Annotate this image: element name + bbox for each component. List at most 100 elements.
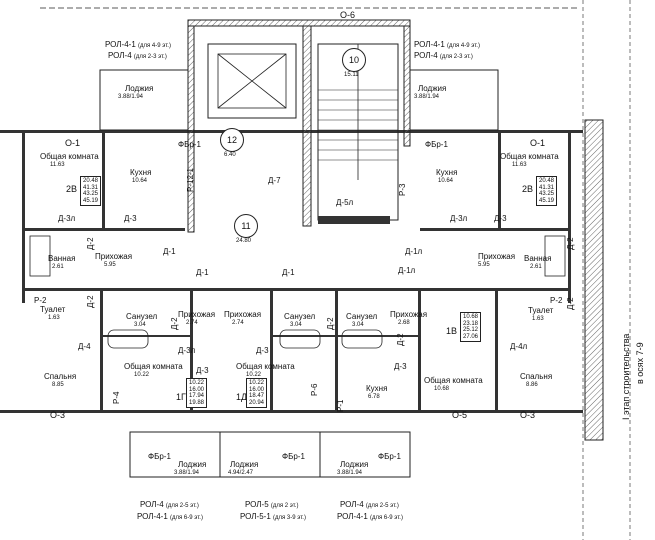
room-area: 6.40 <box>224 152 236 158</box>
room-area: 6.78 <box>368 394 380 400</box>
railing-label: РОЛ-4-1 (для 4-9 эт.) <box>105 40 171 49</box>
door-tag: Д-2 <box>566 297 575 310</box>
door-tag: Д-3 <box>196 366 209 375</box>
door-tag: Д-2 <box>86 237 95 250</box>
room-name: Ванная <box>48 254 76 263</box>
axis-bottom-mid: О-5 <box>452 410 468 420</box>
apt-type: 1Д <box>236 392 248 402</box>
room-area: 8.85 <box>52 382 64 388</box>
door-tag: Д-3 <box>256 346 269 355</box>
room-name: Кухня <box>366 384 388 393</box>
apt-area: 41.31 <box>83 184 99 191</box>
room-area: 5.95 <box>104 262 116 268</box>
room-area: 2.68 <box>398 320 410 326</box>
door-tag: Д-2 <box>326 317 335 330</box>
apt-area: 25.12 <box>463 327 479 333</box>
railing-label: РОЛ-4 (для 2-3 эт.) <box>414 51 473 60</box>
room-area: 3.04 <box>134 322 146 328</box>
apt-type: 2В <box>66 184 78 194</box>
apt-area: 23.18 <box>463 320 479 327</box>
apt-area: 16.00 <box>249 386 265 393</box>
room-area: 5.95 <box>478 262 490 268</box>
apt-area: 45.19 <box>83 197 99 204</box>
partition-tag: Р-2 <box>550 296 563 305</box>
door-tag: Д-4 <box>78 342 91 351</box>
room-name: Лоджия <box>230 460 259 469</box>
railing-label: РОЛ-4-1 (для 4-9 эт.) <box>414 40 480 49</box>
room-name: Ванная <box>524 254 552 263</box>
door-tag: Д-1 <box>196 268 209 277</box>
apt-area-box: 10.22 16.00 17.94 19.88 <box>186 378 208 408</box>
room-name: Санузел <box>126 312 158 321</box>
apt-area: 20.94 <box>249 399 265 406</box>
door-tag: Д-1л <box>405 247 423 256</box>
room-area: 3.04 <box>290 322 302 328</box>
room-area: 3.88/1.94 <box>337 470 363 476</box>
apt-area: 18.47 <box>249 393 265 399</box>
apt-area: 16.00 <box>189 386 205 393</box>
room-area: 15.11 <box>344 72 359 78</box>
room-area: 24.80 <box>236 238 252 244</box>
room-name: Лоджия <box>418 84 447 93</box>
apt-area: 43.25 <box>83 191 99 197</box>
room-area: 11.63 <box>50 162 65 168</box>
room-name: Туалет <box>528 306 554 315</box>
room-area: 3.88/1.94 <box>118 94 144 100</box>
door-tag: Д-2 <box>86 295 95 308</box>
apt-area: 10.22 <box>249 380 265 386</box>
apt-area: 20.48 <box>83 178 99 184</box>
room-name: Кухня <box>436 168 458 177</box>
room-number: 11 <box>234 214 258 238</box>
stage-axes-note: в осях 7-9 <box>635 342 645 384</box>
room-name: Лоджия <box>178 460 207 469</box>
door-tag: Д-7 <box>268 176 281 185</box>
room-area: 10.64 <box>438 178 454 184</box>
apt-area: 45.19 <box>539 197 555 204</box>
room-name: Кухня <box>130 168 152 177</box>
room-area: 10.22 <box>134 372 150 378</box>
room-name: Прихожая <box>95 252 133 261</box>
railing-label: РОЛ-4-1 (для 6-9 эт.) <box>137 512 203 521</box>
partition-tag: Р-1 <box>336 399 345 412</box>
room-name: Спальня <box>520 372 553 381</box>
apt-area: 41.31 <box>539 184 555 191</box>
room-area: 3.04 <box>352 322 364 328</box>
door-tag: Д-1л <box>398 266 416 275</box>
door-tag: Д-2 <box>170 317 179 330</box>
room-name: Санузел <box>346 312 378 321</box>
room-name: Прихожая <box>178 310 216 319</box>
apt-area: 27.06 <box>463 333 479 340</box>
room-area: 2.74 <box>232 320 244 326</box>
railing-label: РОЛ-4 (для 2-5 эт.) <box>140 500 199 509</box>
window-tag: ФБр-1 <box>378 452 401 461</box>
room-name: Общая комната <box>40 152 99 161</box>
window-tag: ФБр-1 <box>282 452 305 461</box>
room-name: Общая комната <box>500 152 559 161</box>
room-name: Общая комната <box>124 362 183 371</box>
partition-tag: Р-12-1 <box>186 167 195 192</box>
axis-top: О-6 <box>340 10 356 20</box>
apt-area-box: 20.48 41.31 43.25 45.19 <box>536 176 558 206</box>
door-tag: Д-2 <box>396 333 405 346</box>
room-name: Туалет <box>40 305 66 314</box>
window-tag: ФБр-1 <box>425 140 448 149</box>
room-area: 8.86 <box>526 382 538 388</box>
railing-label: РОЛ-4 (для 2-5 эт.) <box>340 500 399 509</box>
room-area: 1.63 <box>532 316 544 322</box>
apt-type: 1Г <box>176 392 186 402</box>
partition-tag: Р-2 <box>34 296 47 305</box>
door-tag: Д-4л <box>510 342 528 351</box>
room-name: Общая комната <box>424 376 483 385</box>
stage-note: I этап строительства <box>621 333 631 420</box>
railing-label: РОЛ-5-1 (для 3-9 эт.) <box>240 512 306 521</box>
door-tag: Д-3л <box>450 214 468 223</box>
room-name: Прихожая <box>390 310 428 319</box>
room-name: Общая комната <box>236 362 295 371</box>
axis-bottom-left: О-3 <box>50 410 66 420</box>
room-number: 12 <box>220 128 244 152</box>
room-name: Спальня <box>44 372 77 381</box>
room-area: 4.94/2.47 <box>228 470 254 476</box>
apt-area: 17.94 <box>189 393 205 399</box>
